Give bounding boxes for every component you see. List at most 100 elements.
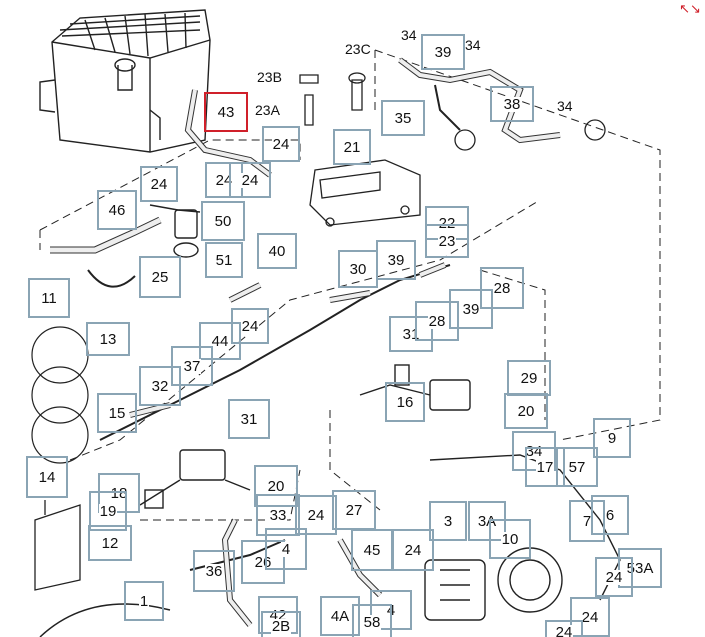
callout-part-24[interactable]: 24 — [545, 620, 583, 637]
callout-part-23[interactable]: 23 — [425, 224, 469, 258]
callout-part-20[interactable]: 20 — [254, 465, 298, 507]
callout-number: 9 — [606, 429, 618, 447]
callout-part-44[interactable]: 44 — [199, 322, 241, 360]
callout-part-24[interactable]: 24 — [229, 162, 271, 198]
clamp-25 — [87, 269, 136, 288]
callout-number: 20 — [266, 477, 286, 495]
callout-number: 24 — [604, 568, 624, 586]
callout-number: 37 — [182, 357, 202, 375]
part-label-34: 34 — [556, 98, 574, 114]
callout-part-9[interactable]: 9 — [593, 418, 631, 458]
callout-number: 25 — [150, 268, 170, 286]
callout-part-32[interactable]: 32 — [139, 366, 181, 406]
callout-number: 11 — [40, 289, 58, 307]
callout-part-13[interactable]: 13 — [86, 322, 130, 356]
callout-part-36[interactable]: 36 — [193, 550, 235, 592]
callout-number: 15 — [107, 404, 127, 422]
callout-part-39[interactable]: 39 — [376, 240, 416, 280]
callout-number: 4A — [329, 607, 351, 625]
callout-number: 35 — [393, 109, 413, 127]
callout-number: 30 — [348, 260, 368, 278]
part-label-34: 34 — [464, 37, 482, 53]
callout-part-51[interactable]: 51 — [205, 242, 243, 278]
callout-part-12[interactable]: 12 — [88, 525, 132, 561]
callout-part-4[interactable]: 4 — [265, 528, 307, 570]
callout-part-30[interactable]: 30 — [338, 250, 378, 288]
callout-number: 23 — [437, 232, 457, 250]
callout-part-43[interactable]: 43 — [204, 92, 248, 132]
callout-part-28[interactable]: 28 — [415, 301, 459, 341]
callout-number: 39 — [461, 300, 481, 318]
callout-part-31[interactable]: 31 — [228, 399, 270, 439]
callout-part-3a[interactable]: 3A — [468, 501, 506, 541]
callout-part-24[interactable]: 24 — [595, 557, 633, 597]
callout-part-4a[interactable]: 4A — [320, 596, 360, 636]
callout-number: 7 — [581, 512, 593, 530]
callout-part-24[interactable]: 24 — [140, 166, 178, 202]
callout-number: 29 — [519, 369, 539, 387]
valve-16 — [359, 364, 471, 411]
callout-number: 24 — [149, 175, 169, 193]
callout-part-7[interactable]: 7 — [569, 500, 605, 542]
callout-part-29[interactable]: 29 — [507, 360, 551, 396]
callout-part-24[interactable]: 24 — [205, 162, 243, 198]
callout-part-57[interactable]: 57 — [556, 447, 598, 487]
callout-number: 24 — [554, 624, 574, 637]
callout-part-24[interactable]: 24 — [295, 495, 337, 535]
callout-part-11[interactable]: 11 — [28, 278, 70, 318]
callout-number: 33 — [268, 506, 288, 524]
callout-part-24[interactable]: 24 — [570, 597, 610, 637]
callout-part-3[interactable]: 3 — [429, 501, 467, 541]
charcoal-canister — [39, 9, 211, 153]
callout-number: 10 — [500, 530, 520, 548]
callout-part-46[interactable]: 46 — [97, 190, 137, 230]
callout-part-39[interactable]: 39 — [449, 289, 493, 329]
callout-part-40[interactable]: 40 — [257, 233, 297, 269]
callout-part-33[interactable]: 33 — [256, 494, 300, 536]
callout-part-10[interactable]: 10 — [489, 519, 531, 559]
callout-part-45[interactable]: 45 — [351, 529, 393, 571]
part-label-23c: 23C — [344, 41, 372, 57]
callout-part-19[interactable]: 19 — [89, 491, 127, 531]
callout-number: 31 — [239, 410, 259, 428]
callout-part-28[interactable]: 28 — [480, 267, 524, 309]
callout-part-26[interactable]: 26 — [241, 540, 285, 584]
callout-number: 24 — [271, 135, 291, 153]
callout-part-17[interactable]: 17 — [525, 447, 565, 487]
callout-number: 3 — [442, 512, 454, 530]
expand-arrows-icon[interactable]: ↖↘ — [679, 1, 701, 16]
callout-part-58[interactable]: 58 — [352, 604, 392, 637]
callout-number: 18 — [109, 484, 129, 502]
callout-part-50[interactable]: 50 — [201, 201, 245, 241]
bracket-21 — [309, 159, 421, 227]
callout-part-18[interactable]: 18 — [98, 473, 140, 513]
callout-part-15[interactable]: 15 — [97, 393, 137, 433]
callout-part-35[interactable]: 35 — [381, 100, 425, 136]
callout-part-24[interactable]: 24 — [262, 126, 300, 162]
valve-18 — [139, 449, 251, 509]
callout-part-20[interactable]: 20 — [504, 393, 548, 429]
callout-part-24[interactable]: 24 — [231, 308, 269, 344]
callout-part-39[interactable]: 39 — [421, 34, 465, 70]
callout-part-2b[interactable]: 2B — [261, 611, 301, 637]
callout-number: 14 — [37, 468, 57, 486]
callout-part-38[interactable]: 38 — [490, 86, 534, 122]
callout-part-24[interactable]: 24 — [392, 529, 434, 571]
callout-number: 24 — [214, 171, 234, 189]
seal-rings-11 — [31, 326, 89, 464]
callout-part-21[interactable]: 21 — [333, 129, 371, 165]
callout-part-37[interactable]: 37 — [171, 346, 213, 386]
callout-number: 39 — [386, 251, 406, 269]
callout-part-27[interactable]: 27 — [332, 490, 376, 530]
callout-part-25[interactable]: 25 — [139, 256, 181, 298]
callout-number: 50 — [213, 212, 233, 230]
callout-part-14[interactable]: 14 — [26, 456, 68, 498]
callout-part-16[interactable]: 16 — [385, 382, 425, 422]
callout-part-1[interactable]: 1 — [124, 581, 164, 621]
callout-number: 43 — [216, 103, 236, 121]
callout-part-6[interactable]: 6 — [591, 495, 629, 535]
callout-number: 12 — [100, 534, 120, 552]
callout-number: 51 — [214, 251, 234, 269]
